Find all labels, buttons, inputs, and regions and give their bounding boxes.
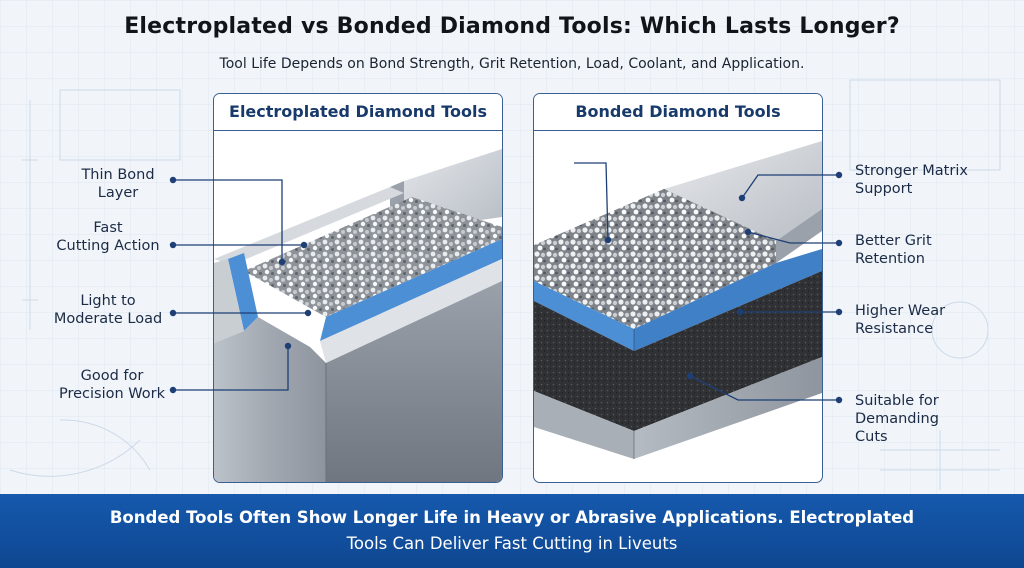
callout-precision-work: Good for Precision Work	[42, 367, 182, 403]
callout-line: Thin Bond	[81, 167, 155, 183]
callout-line: Light to	[80, 293, 136, 309]
callout-line: Support	[855, 181, 913, 197]
callout-thin-bond-layer: Thin Bond Layer	[48, 166, 188, 202]
summary-line-2: Tools Can Deliver Fast Cutting in Liveut…	[346, 534, 678, 553]
electroplated-tool-illustration	[214, 149, 502, 482]
page-title: Electroplated vs Bonded Diamond Tools: W…	[124, 14, 900, 39]
summary-banner: Bonded Tools Often Show Longer Life in H…	[0, 494, 1024, 568]
callout-line: Better Grit	[855, 233, 932, 249]
callout-line: Cuts	[855, 429, 888, 445]
electroplated-panel: Electroplated Diamond Tools	[213, 93, 503, 483]
callout-light-to-moderate-load: Light to Moderate Load	[38, 292, 178, 328]
callout-line: Fast	[93, 220, 123, 236]
callout-line: Good for	[80, 368, 144, 384]
callout-line: Demanding	[855, 411, 939, 427]
bonded-panel: Bonded Diamond Tools	[533, 93, 823, 483]
callout-higher-wear-resistance: Higher Wear Resistance	[855, 302, 1015, 338]
callout-line: Resistance	[855, 321, 934, 337]
callout-line: Suitable for	[855, 393, 939, 409]
summary-line-1: Bonded Tools Often Show Longer Life in H…	[109, 508, 915, 527]
callout-line: Retention	[855, 251, 925, 267]
callout-line: Higher Wear	[855, 303, 946, 319]
callout-line: Precision Work	[58, 386, 166, 402]
callout-line: Moderate Load	[53, 311, 163, 327]
callout-stronger-matrix-support: Stronger Matrix Support	[855, 162, 1015, 198]
callout-line: Layer	[97, 185, 139, 201]
callout-line: Cutting Action	[56, 238, 160, 254]
bonded-panel-title: Bonded Diamond Tools	[534, 94, 822, 131]
bonded-tool-illustration	[534, 141, 822, 459]
electroplated-panel-title: Electroplated Diamond Tools	[214, 94, 502, 131]
callout-line: Stronger Matrix	[855, 163, 968, 179]
callout-better-grit-retention: Better Grit Retention	[855, 232, 1015, 268]
page-subtitle: Tool Life Depends on Bond Strength, Grit…	[219, 56, 805, 72]
callout-fast-cutting-action: Fast Cutting Action	[38, 219, 178, 255]
callout-demanding-cuts: Suitable for Demanding Cuts	[855, 392, 1015, 446]
